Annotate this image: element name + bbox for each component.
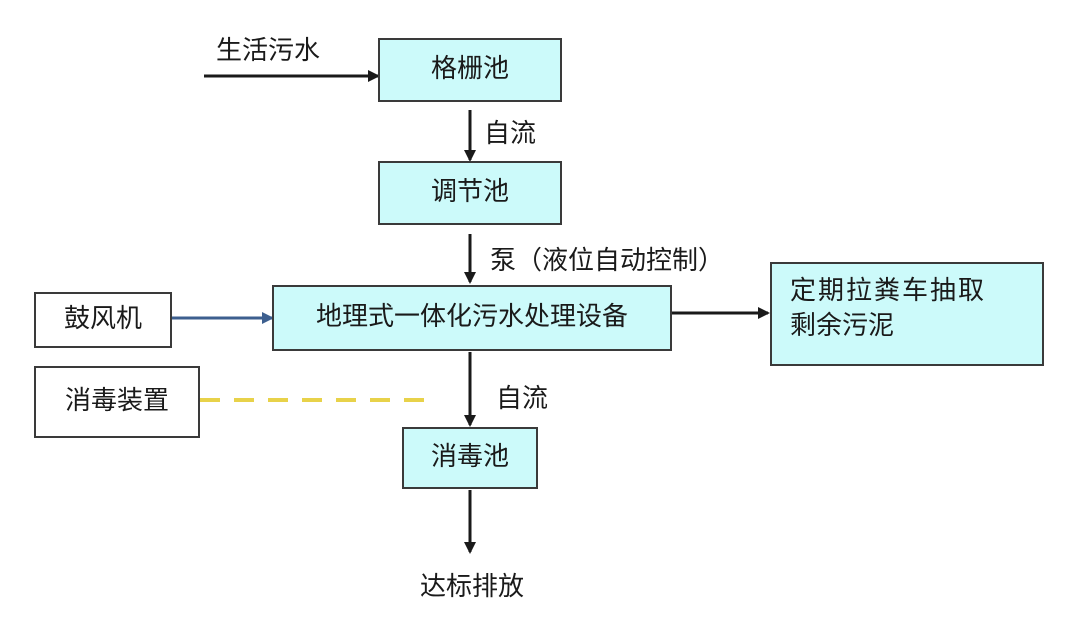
disinfection-tank-text: 消毒池 [430, 442, 509, 473]
disinfection-device-node: 消毒装置 [34, 366, 200, 438]
disinfection-device-text: 消毒装置 [64, 386, 169, 417]
discharge-label: 达标排放 [420, 572, 525, 602]
blower-text: 鼓风机 [63, 304, 142, 335]
gravity-flow-label-2: 自流 [496, 384, 549, 414]
equalization-tank-node: 调节池 [378, 161, 562, 225]
disinfection-tank-node: 消毒池 [402, 427, 538, 489]
pump-control-label: 泵（液位自动控制） [490, 246, 725, 276]
blower-node: 鼓风机 [34, 292, 172, 348]
screen-tank-text: 格栅池 [430, 54, 509, 85]
sludge-removal-line-2: 剩余污泥 [790, 311, 895, 342]
gravity-flow-label-1: 自流 [484, 119, 537, 149]
equalization-tank-text: 调节池 [430, 177, 509, 208]
treatment-equipment-node: 地理式一体化污水处理设备 [272, 285, 672, 351]
screen-tank-node: 格栅池 [378, 38, 562, 102]
inflow-label: 生活污水 [216, 36, 321, 66]
treatment-equipment-text: 地理式一体化污水处理设备 [315, 302, 628, 333]
sludge-removal-node: 定期拉粪车抽取 剩余污泥 [770, 262, 1044, 366]
sludge-removal-line-1: 定期拉粪车抽取 [790, 276, 987, 306]
